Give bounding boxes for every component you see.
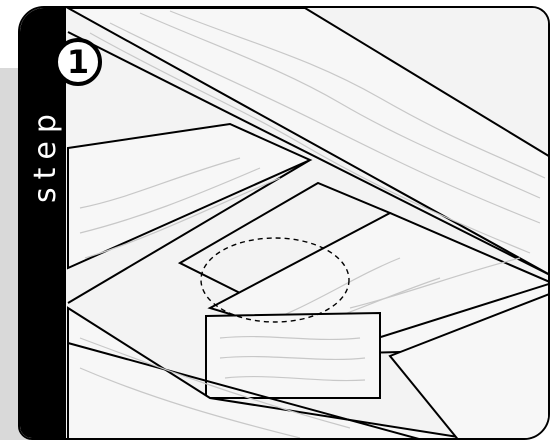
step-label: step	[28, 106, 63, 203]
illustration-frame: 1 step	[18, 6, 550, 440]
step-number-badge: 1	[54, 38, 102, 86]
front-block	[206, 313, 380, 398]
step-number: 1	[67, 46, 89, 78]
joist-diagram	[20, 8, 550, 440]
